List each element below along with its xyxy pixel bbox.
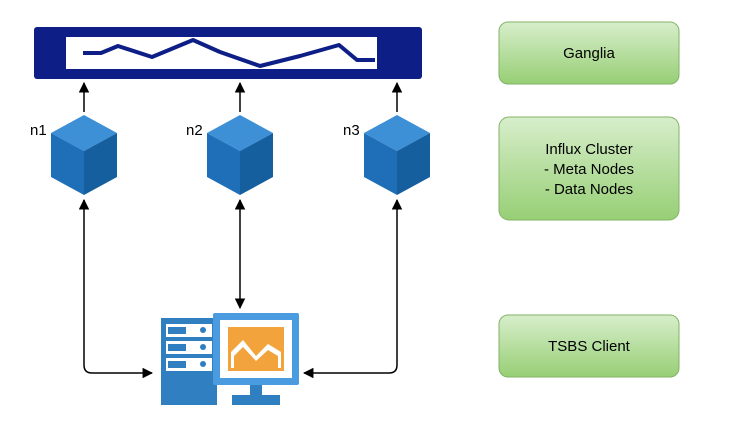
workstation-icon <box>161 313 299 405</box>
legend-influx-cluster: Influx Cluster - Meta Nodes - Data Nodes <box>498 116 680 221</box>
cube-node-icon <box>207 115 273 195</box>
legend-ganglia-title: Ganglia <box>563 45 615 62</box>
arrow-client-n1 <box>78 198 154 379</box>
arrow-client-n3 <box>302 198 403 379</box>
legend-tsbs-client: TSBS Client <box>498 314 680 378</box>
legend-influx-data: - Data Nodes <box>545 181 633 198</box>
ganglia-monitor-icon <box>34 27 422 79</box>
cube-node-icon <box>51 115 117 195</box>
legend-tsbs-title: TSBS Client <box>548 338 631 355</box>
node-n1: n1 <box>30 115 117 195</box>
node-label-n3: n3 <box>343 122 360 139</box>
node-label-n2: n2 <box>186 122 203 139</box>
legend-influx-title: Influx Cluster <box>545 141 633 158</box>
legend-ganglia: Ganglia <box>498 21 680 85</box>
cube-node-icon <box>364 115 430 195</box>
legend-influx-meta: - Meta Nodes <box>544 161 634 178</box>
node-n2: n2 <box>186 115 273 195</box>
node-n3: n3 <box>343 115 430 195</box>
node-label-n1: n1 <box>30 122 47 139</box>
ganglia-trend-line <box>83 38 375 68</box>
